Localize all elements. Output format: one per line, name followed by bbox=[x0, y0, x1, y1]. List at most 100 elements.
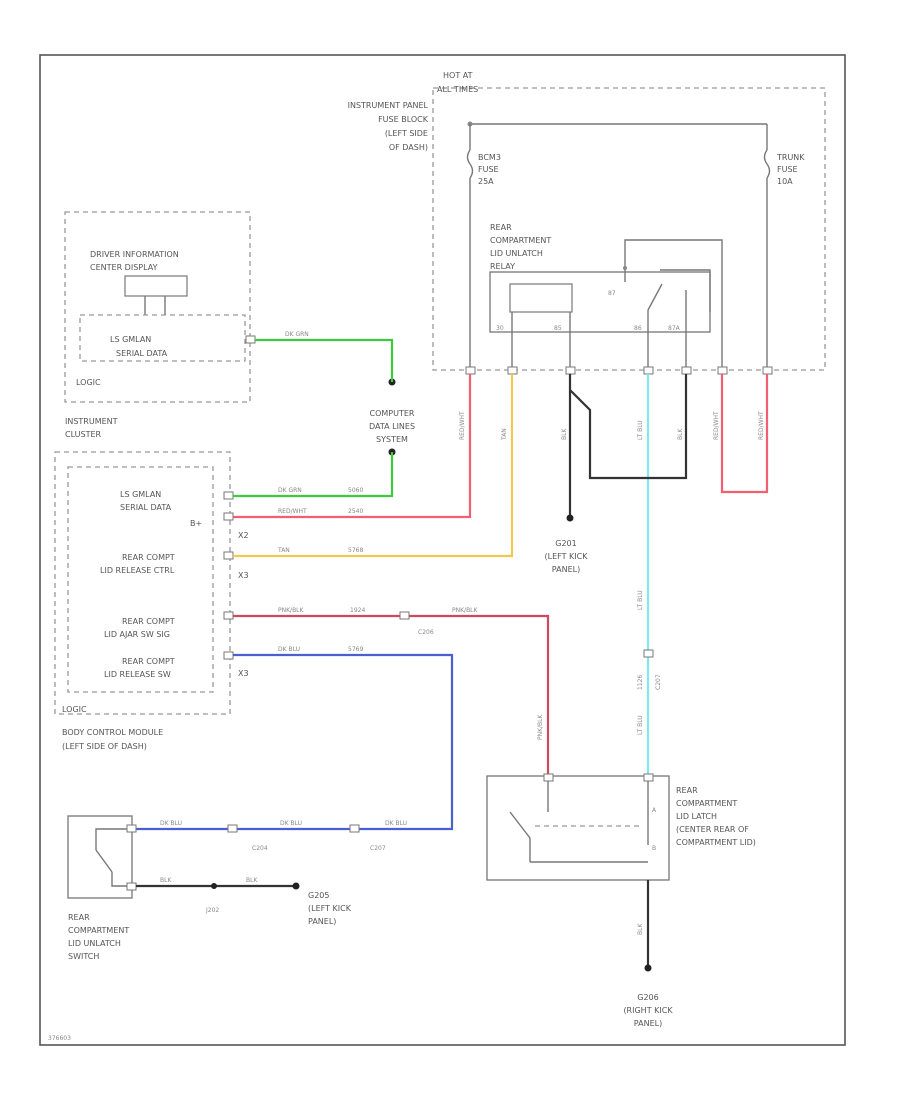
trunk-fuse-label-1: TRUNK bbox=[776, 153, 805, 162]
rear-compartment-lid-unlatch-switch: REAR COMPARTMENT LID UNLATCH SWITCH bbox=[67, 815, 137, 961]
wire-code-5768: 5768 bbox=[348, 547, 363, 554]
g201-label-1: G201 bbox=[555, 539, 576, 548]
wire-label-sw-blu-3: DK BLU bbox=[385, 820, 407, 827]
trunk-fuse-label-3: 10A bbox=[777, 177, 793, 186]
bcm-release-sw-label-1: REAR COMPT bbox=[122, 657, 175, 666]
wire-label-lt-blu: LT BLU bbox=[637, 420, 644, 440]
relay-pin-85: 85 bbox=[554, 325, 562, 332]
j202-label: J202 bbox=[205, 907, 219, 914]
latch-pin-a: A bbox=[652, 807, 657, 814]
wire-tan-bcm bbox=[233, 374, 514, 558]
unlatch-switch-arm bbox=[95, 849, 113, 873]
c204-label: C204 bbox=[252, 845, 268, 852]
wire-code-5060: 5060 bbox=[348, 487, 363, 494]
wires: DK GRN DK GRN 5060 RED/WHT 2540 RED/WHT … bbox=[132, 331, 769, 852]
dic-label-1: DRIVER INFORMATION bbox=[90, 250, 179, 259]
bcm-serial-label-1: LS GMLAN bbox=[120, 490, 161, 499]
c207-label: C207 bbox=[370, 845, 386, 852]
wire-code-2540: 2540 bbox=[348, 508, 363, 515]
g205-label-3: PANEL) bbox=[308, 917, 336, 926]
wire-label-blk-v: BLK bbox=[561, 428, 568, 440]
g201-label-2: (LEFT KICK bbox=[545, 552, 589, 561]
ic-serial-label-1: LS GMLAN bbox=[110, 335, 151, 344]
fuse-symbol bbox=[763, 149, 771, 179]
c204-connector bbox=[227, 824, 238, 833]
wire-label-red-v2: RED/WHT bbox=[713, 411, 720, 440]
j202-junction bbox=[211, 883, 217, 889]
ground-g206: G206 (RIGHT KICK PANEL) bbox=[623, 964, 673, 1028]
wire-label-sw-blk-1: BLK bbox=[160, 877, 172, 884]
g206-label-1: G206 bbox=[637, 993, 658, 1002]
lid-latch-body bbox=[486, 775, 670, 881]
g206-label-3: PANEL) bbox=[634, 1019, 662, 1028]
relay-label-3: LID UNLATCH bbox=[490, 249, 543, 258]
wire-red-wht-loop bbox=[720, 374, 769, 494]
latch-switch-arm bbox=[509, 811, 531, 839]
wire-label-lt-blu-2: LT BLU bbox=[637, 590, 644, 610]
wire-label-lt-blu-3: LT BLU bbox=[637, 715, 644, 735]
lid-latch-label-5: COMPARTMENT LID) bbox=[676, 838, 756, 847]
unlatch-switch-label-4: SWITCH bbox=[68, 952, 99, 961]
dic-label-2: CENTER DISPLAY bbox=[90, 263, 158, 272]
wire-red-wht-bcm bbox=[233, 374, 472, 519]
relay-pin-30: 30 bbox=[496, 325, 504, 332]
bcm-release-ctrl-label-2: LID RELEASE CTRL bbox=[100, 566, 175, 575]
fuse-block-label-1: INSTRUMENT PANEL bbox=[348, 101, 429, 110]
ground-g201: G201 (LEFT KICK PANEL) bbox=[545, 514, 589, 574]
wire-dk-grn-ic bbox=[255, 338, 394, 382]
wire-label-red-v3: RED/WHT bbox=[758, 411, 765, 440]
relay-switch-arm bbox=[647, 283, 663, 311]
instrument-panel-fuse-block: HOT AT ALL TIMES INSTRUMENT PANEL FUSE B… bbox=[348, 71, 826, 375]
hot-at-label-1: HOT AT bbox=[443, 71, 473, 80]
unlatch-switch-label-1: REAR bbox=[68, 913, 90, 922]
bcm3-fuse-label-2: FUSE bbox=[478, 165, 499, 174]
relay-coil bbox=[509, 283, 573, 313]
wire-pnk-blk bbox=[233, 614, 550, 776]
rear-compartment-lid-unlatch-relay: REAR COMPARTMENT LID UNLATCH RELAY 87 30… bbox=[489, 223, 723, 370]
wire-label-blu: DK BLU bbox=[278, 646, 300, 653]
wire-label-sw-blu-1: DK BLU bbox=[160, 820, 182, 827]
connector-x2-label: X2 bbox=[238, 531, 249, 540]
instrument-cluster: DRIVER INFORMATION CENTER DISPLAY LS GML… bbox=[64, 211, 256, 439]
wire-dk-blu bbox=[132, 653, 454, 831]
lid-latch-label-1: REAR bbox=[676, 786, 698, 795]
wire-label-blk-v2: BLK bbox=[677, 428, 684, 440]
lid-latch-label-4: (CENTER REAR OF bbox=[676, 825, 749, 834]
g206-label-2: (RIGHT KICK bbox=[623, 1006, 673, 1015]
c207-vertical-label: C207 bbox=[655, 674, 662, 690]
wire-label-pnk: PNK/BLK bbox=[278, 607, 305, 614]
trunk-fuse: TRUNK FUSE 10A bbox=[763, 124, 805, 370]
wire-label-latch-blk: BLK bbox=[637, 923, 644, 935]
bcm3-fuse: BCM3 FUSE 25A bbox=[466, 124, 501, 370]
wire-label-red-bcm: RED/WHT bbox=[278, 508, 307, 515]
trunk-fuse-label-2: FUSE bbox=[777, 165, 798, 174]
wire-dk-grn-bcm bbox=[233, 452, 394, 498]
bcm-release-ctrl-label-1: REAR COMPT bbox=[122, 553, 175, 562]
bcm-label-2: (LEFT SIDE OF DASH) bbox=[62, 742, 147, 751]
relay-pin-87: 87 bbox=[608, 290, 616, 297]
unlatch-switch-body bbox=[67, 815, 133, 899]
connector-x3-label-1: X3 bbox=[238, 571, 249, 580]
computer-data-lines-system: COMPUTER DATA LINES SYSTEM bbox=[369, 378, 415, 456]
ground-g205: G205 (LEFT KICK PANEL) bbox=[292, 882, 352, 926]
wire-code-1924: 1924 bbox=[350, 607, 365, 614]
g201-label-3: PANEL) bbox=[552, 565, 580, 574]
wire-label-dk-grn-bcm: DK GRN bbox=[278, 487, 302, 494]
wire-label-sw-blu-2: DK BLU bbox=[280, 820, 302, 827]
fuse-block-label-2: FUSE BLOCK bbox=[378, 115, 429, 124]
relay-label-2: COMPARTMENT bbox=[490, 236, 551, 245]
bcm-logic-label: LOGIC bbox=[62, 705, 87, 714]
bcm-ajar-label-1: REAR COMPT bbox=[122, 617, 175, 626]
bcm-release-sw-label-2: LID RELEASE SW bbox=[104, 670, 171, 679]
data-lines-label-1: COMPUTER bbox=[370, 409, 415, 418]
data-lines-label-2: DATA LINES bbox=[369, 422, 415, 431]
instrument-cluster-label-2: CLUSTER bbox=[65, 430, 102, 439]
c206-label: C206 bbox=[418, 629, 434, 636]
wire-label-dk-grn-ic: DK GRN bbox=[285, 331, 309, 338]
bcm3-fuse-label-1: BCM3 bbox=[478, 153, 501, 162]
bcm-b-plus-label: B+ bbox=[190, 519, 202, 528]
lid-latch-label-3: LID LATCH bbox=[676, 812, 717, 821]
ic-serial-data-block bbox=[79, 314, 246, 362]
dic-display bbox=[124, 275, 188, 297]
